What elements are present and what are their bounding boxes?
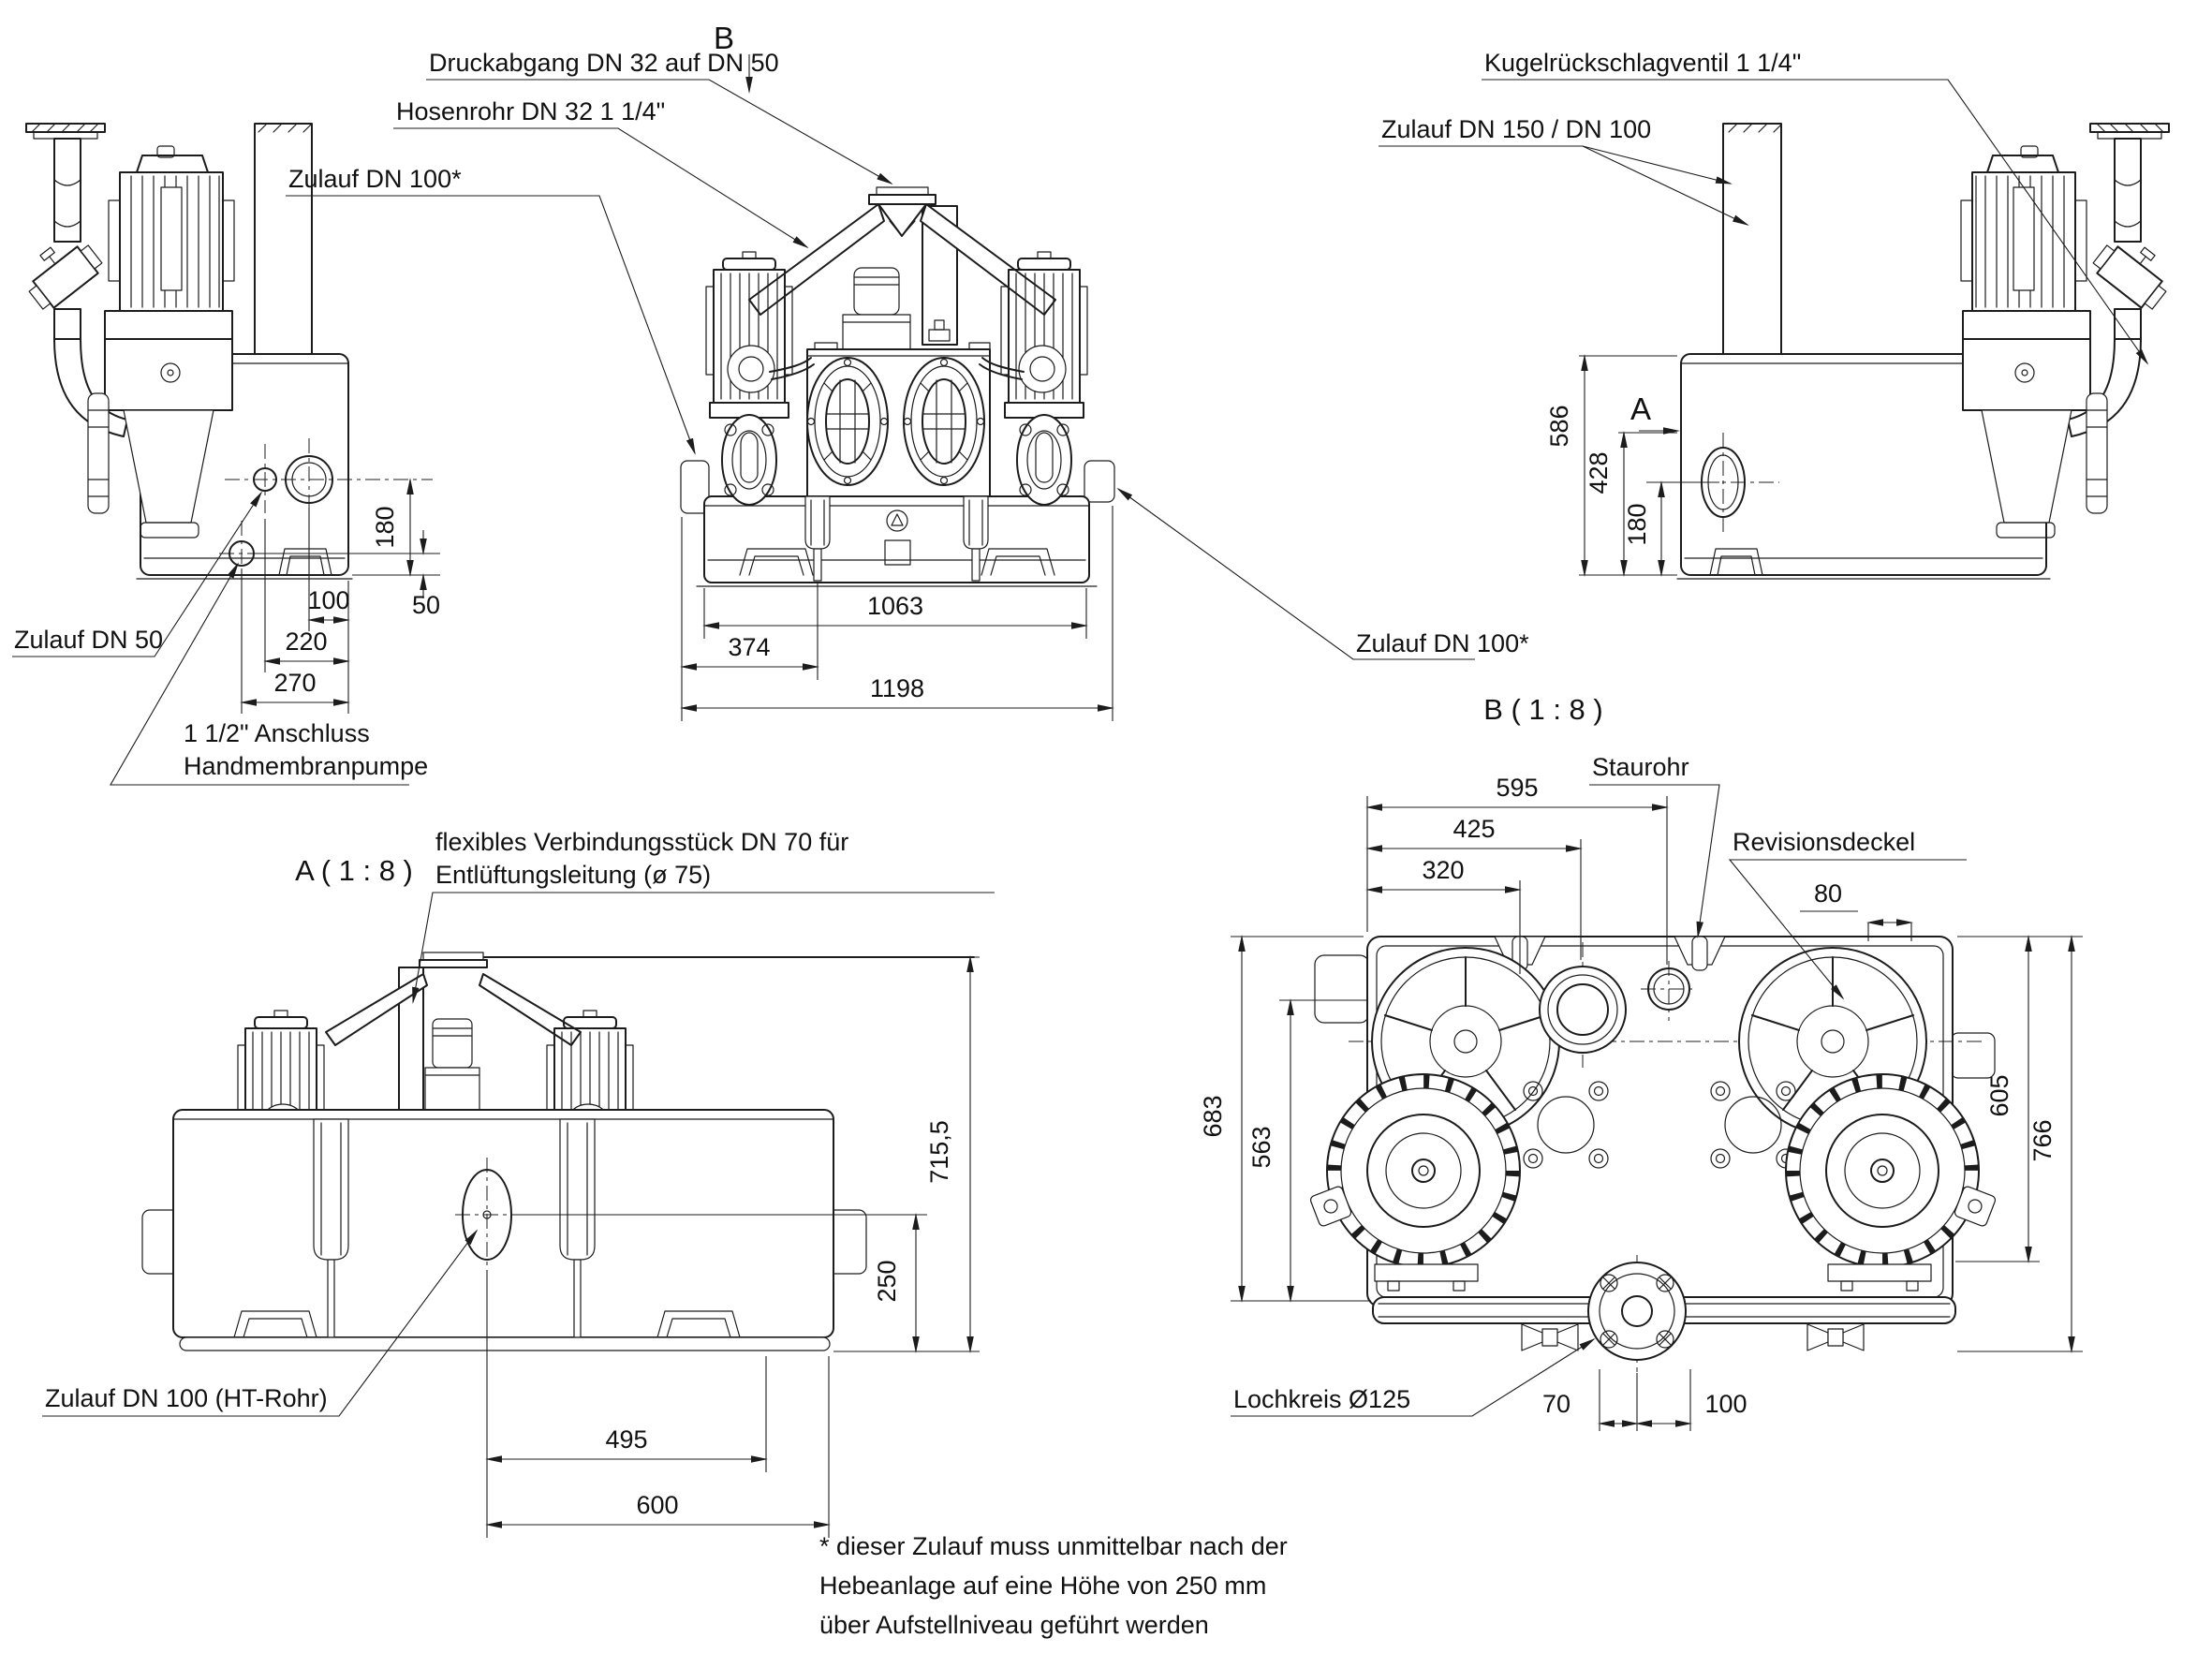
dim-586: 586	[1545, 405, 1573, 447]
dim-600: 600	[636, 1491, 678, 1519]
callout-zulauf-dn150: Zulauf DN 150 / DN 100	[1381, 115, 1651, 143]
section-a-title: A ( 1 : 8 )	[295, 854, 413, 887]
tank-openings	[219, 438, 433, 584]
lochkreis-flange	[1587, 1262, 1687, 1361]
callout-anschluss-line2: Handmembranpumpe	[184, 752, 428, 780]
center-port	[1539, 966, 1627, 1054]
callout-zulauf-dn100-left: Zulauf DN 100*	[288, 165, 462, 193]
section-b-letter: B	[714, 21, 734, 55]
dim-320: 320	[1422, 856, 1464, 884]
callout-zulauf-dn100-right: Zulauf DN 100*	[1356, 629, 1529, 657]
callout-lochkreis: Lochkreis Ø125	[1233, 1385, 1410, 1413]
left-side-dimensions: 180 50 100 220 270 Zulauf DN 50 1 1/2" A…	[12, 49, 893, 786]
footnote: * dieser Zulauf muss unmittelbar nach de…	[819, 1532, 1288, 1639]
dim-605: 605	[1985, 1074, 2013, 1116]
inlet-stub-right	[1084, 460, 1115, 503]
section-b-view	[1309, 936, 1997, 1372]
hosenrohr-y-pipe	[748, 186, 1056, 316]
dim-1198: 1198	[870, 674, 924, 702]
pump-chamber-block	[806, 348, 991, 497]
vent-connection	[922, 205, 958, 346]
front-view	[680, 186, 1115, 587]
dim-563: 563	[1247, 1126, 1276, 1168]
front-view-dimensions: B 1063 374 1198 Zulauf DN 100*	[680, 21, 1529, 721]
druckabgang-flange-a	[419, 959, 488, 968]
callout-hosenrohr: Hosenrohr DN 32 1 1/4"	[396, 97, 665, 125]
float-switch-cap	[853, 267, 900, 316]
dim-180-left: 180	[371, 506, 399, 548]
tank-a	[172, 1109, 834, 1351]
druckabgang-flange	[868, 194, 936, 205]
tank-front-details	[739, 495, 1055, 582]
callout-druckabgang: Druckabgang DN 32 auf DN 50	[429, 49, 779, 77]
callout-zulauf-ht: Zulauf DN 100 (HT-Rohr)	[45, 1384, 328, 1412]
right-side-dimensions: 586 428 180 A Kugelrückschlagventil 1 1/…	[1379, 49, 2149, 726]
dim-374: 374	[728, 633, 770, 661]
dim-683: 683	[1199, 1095, 1227, 1137]
stub-right-top	[1950, 1032, 1996, 1079]
section-a-dimensions: A ( 1 : 8 ) flexibles Verbindungsstück D…	[42, 828, 995, 1538]
dim-766: 766	[2028, 1119, 2057, 1161]
section-b-title: B ( 1 : 8 )	[1483, 693, 1602, 726]
tank-front	[696, 495, 1098, 587]
footnote-line2: Hebeanlage auf eine Höhe von 250 mm	[819, 1572, 1266, 1600]
footnote-line1: * dieser Zulauf muss unmittelbar nach de…	[819, 1532, 1288, 1560]
dim-70: 70	[1542, 1390, 1571, 1418]
callout-zulauf-dn50: Zulauf DN 50	[14, 626, 163, 654]
dim-715-5: 715,5	[925, 1120, 953, 1184]
callout-flex-line2: Entlüftungsleitung (ø 75)	[435, 861, 711, 889]
dim-50: 50	[412, 591, 440, 619]
section-b-dimensions: 595 425 320 80 683 563 605 766 70 100 St…	[1199, 753, 2083, 1431]
callout-staurohr: Staurohr	[1592, 753, 1689, 781]
dim-425: 425	[1453, 815, 1495, 843]
dim-495: 495	[605, 1425, 647, 1454]
footnote-line3: über Aufstellniveau geführt werden	[819, 1611, 1209, 1639]
inlet-stub-left	[680, 460, 710, 514]
staurohr-port	[1641, 961, 1697, 1021]
stub-left-top	[1314, 954, 1370, 1024]
section-a-letter: A	[1630, 391, 1651, 426]
dim-250: 250	[873, 1260, 901, 1302]
dim-100-b: 100	[1704, 1390, 1747, 1418]
left-side-view	[14, 123, 433, 584]
callout-revisionsdeckel: Revisionsdeckel	[1733, 828, 1915, 856]
callout-anschluss-line1: 1 1/2" Anschluss	[184, 719, 370, 747]
dim-180-right: 180	[1623, 503, 1651, 545]
dim-595: 595	[1496, 774, 1538, 802]
dim-100-left: 100	[307, 586, 349, 614]
callout-kugelventil: Kugelrückschlagventil 1 1/4"	[1484, 49, 1801, 77]
dim-220: 220	[285, 627, 327, 656]
dim-1063: 1063	[867, 592, 923, 620]
callout-flex-line1: flexibles Verbindungsstück DN 70 für	[435, 828, 848, 856]
section-a-view	[141, 952, 975, 1351]
dim-428: 428	[1585, 451, 1613, 494]
dim-270: 270	[273, 669, 316, 697]
dim-80: 80	[1814, 879, 1842, 908]
